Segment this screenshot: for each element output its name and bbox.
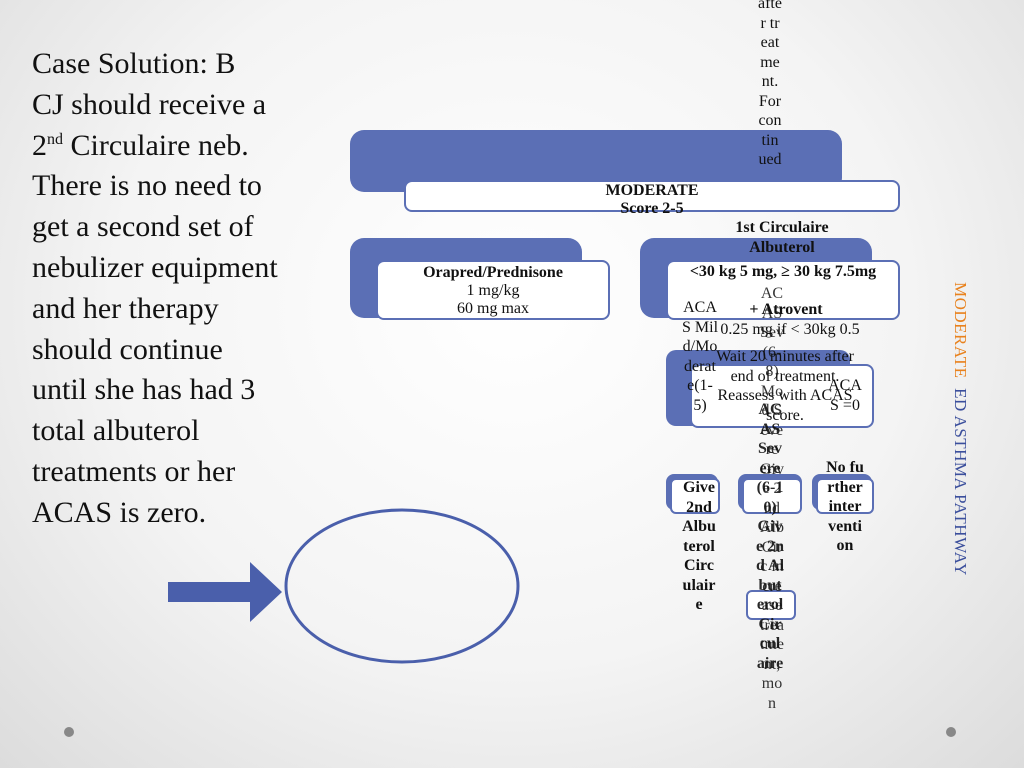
- spill-column: after treatment. For continued: [758, 0, 782, 168]
- case-line: CJ should receive a: [32, 87, 267, 121]
- answer-ellipse: [284, 508, 520, 664]
- no-further-intervention: No further intervention: [826, 459, 864, 554]
- case-solution-text: Case Solution: B CJ should receive a 2nd…: [32, 44, 362, 534]
- severe-box: [742, 478, 802, 514]
- moderate-score: Score 2-5: [620, 200, 684, 217]
- albuterol-plus: + Atrovent: [749, 301, 823, 318]
- orapred-max: 60 mg max: [457, 300, 529, 317]
- wait-box: [690, 364, 874, 428]
- corner-dot: [64, 727, 74, 737]
- moderate-title: MODERATE: [605, 182, 699, 199]
- acas-zero: ACAS =0: [828, 377, 862, 414]
- case-line: There is no need to: [32, 169, 262, 203]
- side-title-moderate: MODERATE: [951, 282, 970, 379]
- case-line: total albuterol: [32, 414, 200, 448]
- case-line: Case Solution: B: [32, 47, 236, 80]
- case-line: and her therapy: [32, 291, 219, 325]
- case-line: until she has had 3: [32, 373, 256, 407]
- orapred-title: Orapred/Prednisone: [423, 264, 563, 281]
- give-second-albuterol: Give 2nd Albuterol Circulaire: [682, 479, 716, 613]
- case-line: nebulizer equipment: [32, 250, 278, 284]
- zero-box: [816, 478, 874, 514]
- case-line: ACAS is zero.: [32, 495, 207, 529]
- case-line: should continue: [32, 332, 223, 366]
- orapred-box: Orapred/Prednisone 1 mg/kg 60 mg max: [376, 260, 610, 320]
- albuterol-title: 1st Circulaire Albuterol: [735, 219, 829, 256]
- corner-dot: [946, 727, 956, 737]
- case-line: treatments or her: [32, 454, 236, 488]
- case-line: 2nd Circulaire neb.: [32, 128, 249, 162]
- mild-box: [670, 478, 720, 514]
- albuterol-atrovent: 0.25 mg if < 30kg 0.5: [720, 321, 860, 338]
- severe-column: ACAS Severe (6-10) Give 2nd Albuterol Ci…: [756, 401, 785, 672]
- severe-small-box: [746, 590, 796, 620]
- albuterol-dose: <30 kg 5 mg, ≥ 30 kg 7.5mg: [689, 263, 877, 280]
- right-arrow-icon: [168, 562, 282, 622]
- case-line: get a second set of: [32, 210, 254, 244]
- moderate-title-box: MODERATE Score 2-5: [404, 180, 900, 217]
- severe-stack-column: ACAS Sev (6-8) Mod Severe Give 2nd Alb C…: [760, 285, 784, 712]
- albuterol-box: [666, 260, 900, 320]
- orapred-dose: 1 mg/kg: [466, 282, 520, 299]
- wait-text: Wait 20 minutes after end of treatment. …: [716, 348, 854, 424]
- acas-mild: ACAS Mild/Moderate(1-5): [682, 299, 719, 414]
- side-title-pathway: ED ASTHMA PATHWAY: [951, 388, 970, 576]
- section-title: MODERATE ED ASTHMA PATHWAY: [950, 282, 970, 576]
